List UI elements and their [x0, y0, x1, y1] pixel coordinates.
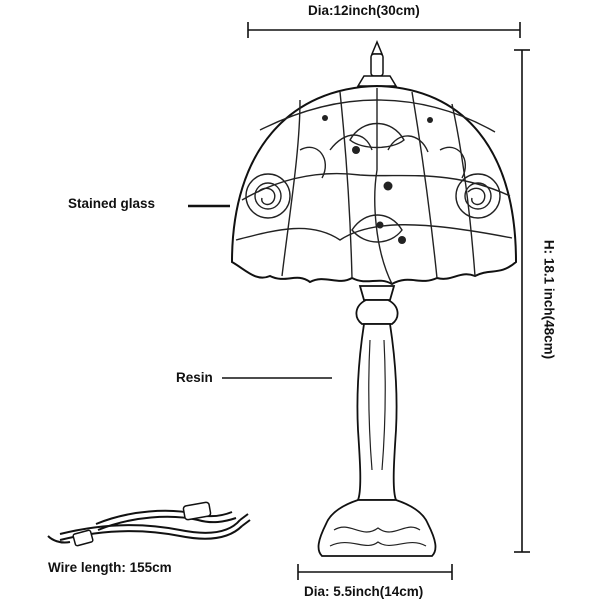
wire-length-label: Wire length: 155cm: [48, 560, 172, 575]
lamp-shade: [230, 84, 518, 286]
height-label: H: 18.1 inch(48cm): [541, 239, 557, 360]
dimension-lines: [188, 22, 530, 580]
cord-plug: [72, 529, 94, 547]
resin-label: Resin: [176, 370, 213, 385]
finial: [356, 40, 398, 87]
lamp-body: [317, 285, 437, 557]
base-diameter-label: Dia: 5.5inch(14cm): [304, 584, 424, 599]
top-diameter-label: Dia:12inch(30cm): [308, 3, 420, 18]
cord-switch: [182, 501, 212, 521]
stained-glass-label: Stained glass: [68, 196, 156, 211]
rose-motifs: [245, 134, 501, 219]
